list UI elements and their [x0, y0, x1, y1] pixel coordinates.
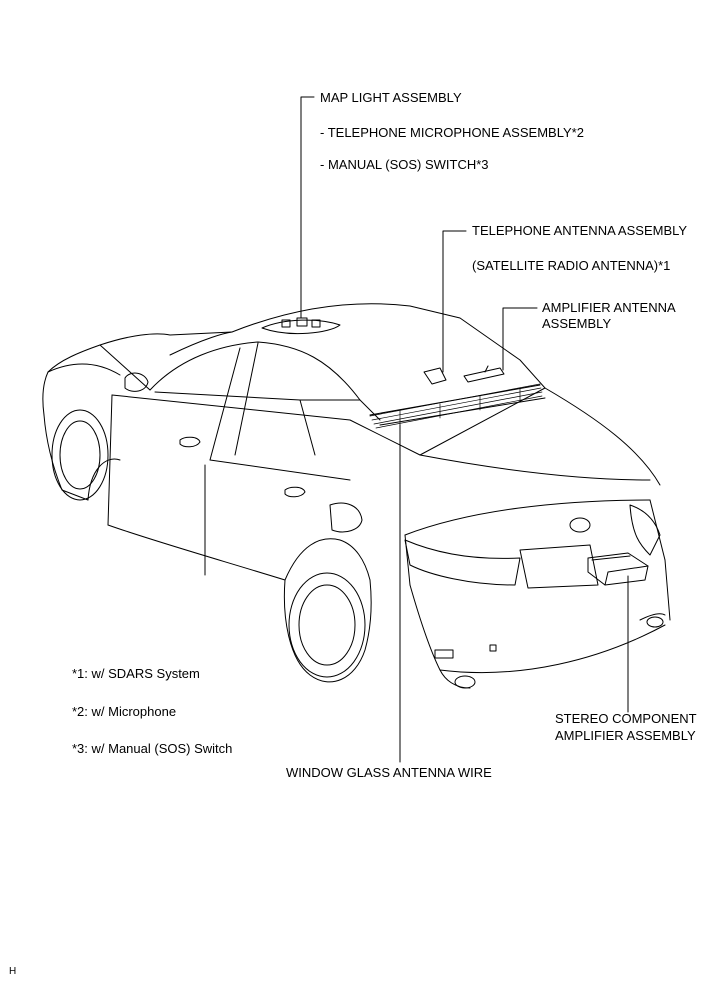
label-telephone-antenna-assembly: TELEPHONE ANTENNA ASSEMBLY	[472, 223, 688, 238]
car-body	[42, 303, 671, 689]
amplifier-antenna-drawing	[463, 365, 505, 383]
corner-code: H	[9, 966, 17, 977]
window-glass-antenna-wire-drawing	[369, 383, 543, 429]
leader-map-light	[300, 96, 315, 319]
note-microphone: *2: w/ Microphone	[72, 704, 177, 719]
note-manual-sos: *3: w/ Manual (SOS) Switch	[72, 741, 233, 756]
label-window-glass-antenna-wire: WINDOW GLASS ANTENNA WIRE	[286, 765, 492, 780]
note-sdars: *1: w/ SDARS System	[72, 666, 200, 681]
leader-lines	[300, 96, 629, 763]
label-stereo-component-line1: STEREO COMPONENT	[555, 711, 697, 726]
label-satellite-radio-antenna: (SATELLITE RADIO ANTENNA)*1	[472, 258, 671, 273]
leader-amplifier-antenna	[502, 307, 538, 371]
stereo-amplifier-drawing	[587, 552, 649, 586]
label-map-light-assembly: MAP LIGHT ASSEMBLY	[320, 90, 462, 105]
label-stereo-component-line2: AMPLIFIER ASSEMBLY	[555, 728, 696, 743]
label-amplifier-antenna-line1: AMPLIFIER ANTENNA	[542, 300, 676, 315]
telephone-antenna-drawing	[423, 367, 447, 385]
label-amplifier-antenna-line2: ASSEMBLY	[542, 316, 612, 331]
leader-telephone-antenna	[442, 230, 467, 373]
map-light-assembly-drawing	[261, 317, 341, 335]
label-manual-sos-switch: - MANUAL (SOS) SWITCH*3	[320, 157, 489, 172]
label-telephone-microphone-assembly: - TELEPHONE MICROPHONE ASSEMBLY*2	[320, 125, 584, 140]
